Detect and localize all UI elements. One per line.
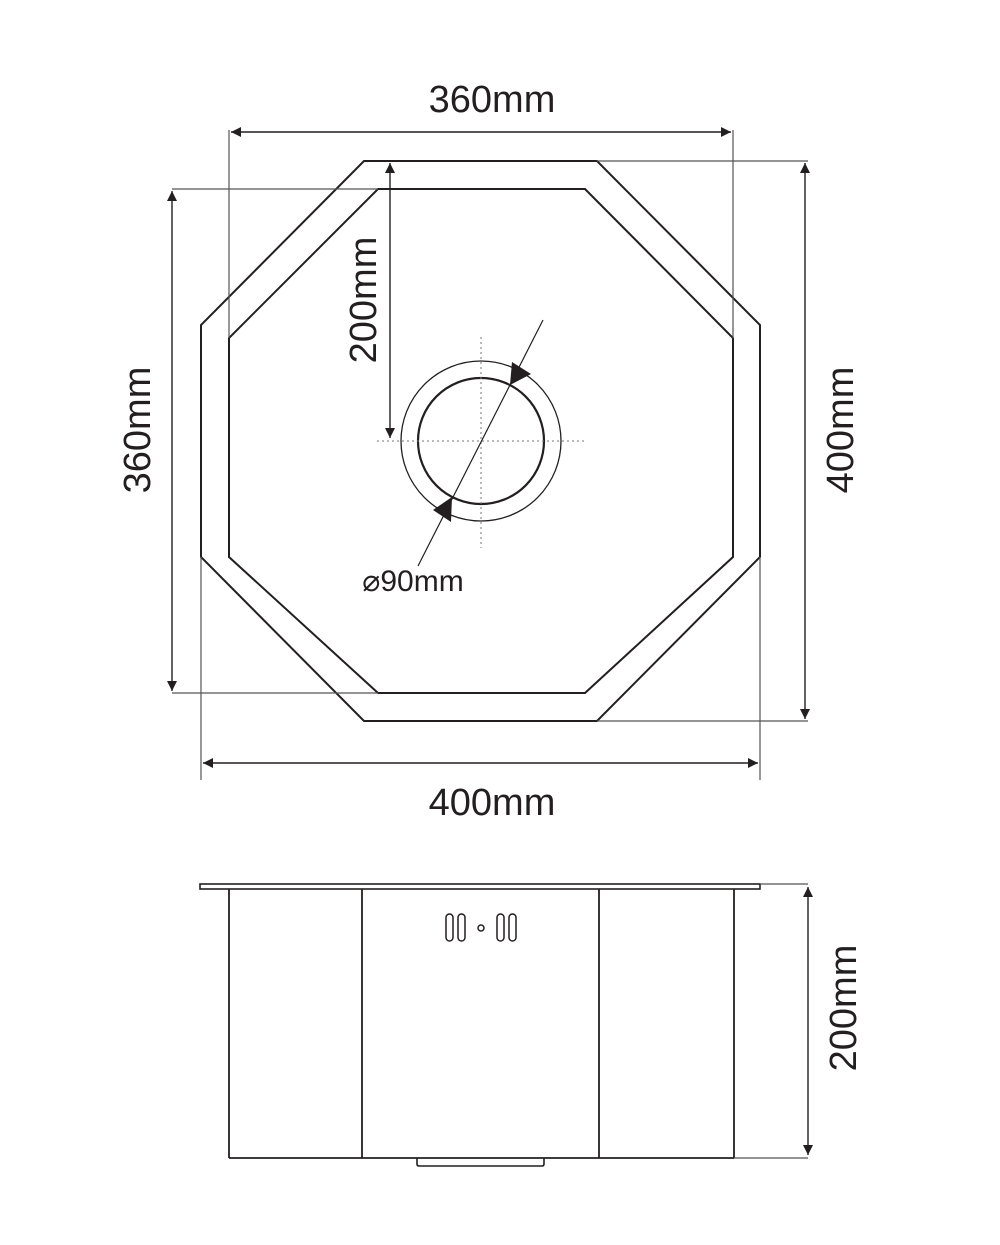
label-drain-diameter: ⌀90mm	[362, 565, 463, 598]
label-right-height: 400mm	[820, 367, 862, 494]
bowl-body	[228, 889, 735, 1159]
extension-lines	[172, 130, 808, 780]
side-view: 200mm	[199, 883, 865, 1167]
label-bottom-width: 400mm	[429, 782, 556, 824]
drain-bottom	[416, 1158, 545, 1167]
rim-flange	[199, 883, 761, 890]
drain-hole	[377, 337, 586, 548]
label-top-width: 360mm	[429, 79, 556, 121]
inner-bowl-outline	[228, 188, 734, 694]
label-drain-offset: 200mm	[343, 237, 385, 364]
overflow-slots	[445, 913, 517, 942]
label-left-height: 360mm	[117, 367, 159, 494]
dimension-drain-diameter	[417, 319, 544, 567]
outer-rim-outline	[200, 160, 761, 722]
top-view: 360mm 400mm 360mm 400mm 200mm ⌀90mm	[117, 79, 862, 824]
label-depth: 200mm	[823, 945, 865, 1072]
